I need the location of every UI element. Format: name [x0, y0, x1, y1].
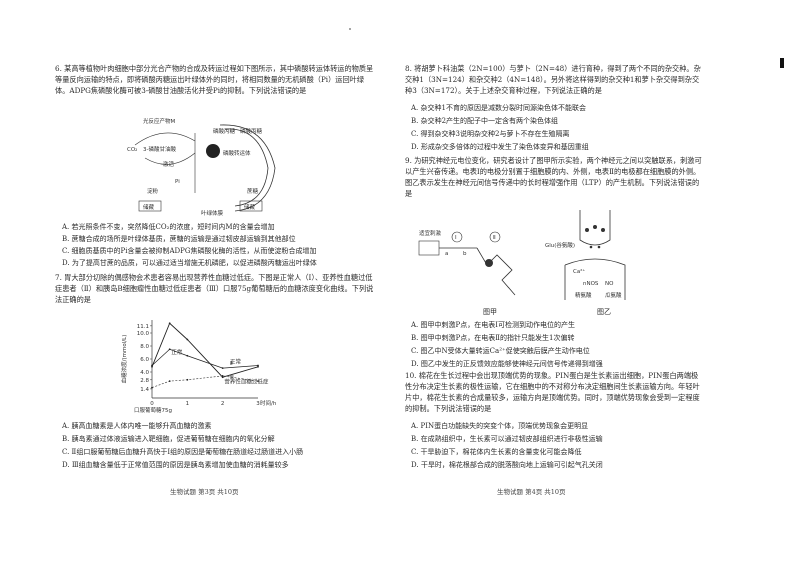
chart-point: [257, 365, 259, 368]
footer-left: 生物试题 第3页 共10页: [170, 488, 239, 496]
q7-stem: 7. 胃大部分切除的偶感物会术患者容易出现营养性血糖过低症。下图是正常人（Ⅰ）、…: [55, 273, 374, 304]
q9b-label-ca: Ca²⁺: [573, 268, 585, 275]
q7-option-b: B. 胰岛素通过体液运输进入靶细胞，促进葡萄糖在细胞内的氧化分解: [62, 435, 275, 443]
q6-label-m: 光反应产物M: [143, 117, 176, 125]
q9-option-c: C. 图乙中N受体大量转运Ca²⁺促使突触后膜产生动作电位: [411, 347, 590, 355]
chart-point: [151, 386, 153, 389]
chart-series-line: [151, 322, 259, 378]
q9a-label-i: Ⅰ: [455, 235, 457, 241]
chart-y-tick-label: 10.0: [137, 331, 150, 337]
q7-option-a: A. 胰高血糖素是人体内唯一能够升高血糖的激素: [62, 422, 212, 430]
q9-figure-b: Glu(谷氨酸) Ca²⁺ nNOS NO 精氨酸 瓜氨酸: [545, 210, 626, 300]
q9a-label-stim: 适宜刺激: [419, 229, 442, 237]
q6-option-c: C. 细胞质基质中的Pi含量会被抑制ADPG焦磷酸化酶的活性，从而使淀粉合成增加: [62, 247, 317, 255]
q8-option-a: A. 杂交种1不育的原因是减数分裂时同源染色体不能联会: [411, 104, 586, 112]
q8-option-d: D. 形成杂交多倍体的过程中发生了染色体变异和基因重组: [411, 143, 589, 151]
q10-stem: 10. 棉花在生长过程中会出现顶端优势的现象。PIN蛋白是生长素运出细胞，PIN…: [405, 371, 700, 413]
decoration-dot: [349, 28, 351, 30]
q6-label-pi: Pi: [175, 179, 180, 185]
chart-series-label: 正常: [230, 358, 242, 366]
q6-label-tp1: 磷酸丙糖: [213, 127, 236, 135]
chart-x-label: 时间/h: [260, 399, 277, 407]
q9-stem: 9. 为研究神经元电位变化，研究者设计了图甲所示实验，两个神经元之间以突触联系，…: [405, 156, 702, 198]
chart-x-tick-label: 0: [150, 401, 154, 407]
q9b-label-glu: Glu(谷氨酸): [545, 241, 575, 249]
chart-point: [168, 380, 171, 382]
q6-label-membrane: 叶绿体膜: [201, 209, 224, 217]
q9b-label-arg: 精氨酸: [575, 291, 592, 299]
chart-y-tick-label: 4.0: [140, 370, 149, 376]
q6-label-store1: 储藏: [143, 203, 155, 211]
chart-point: [168, 322, 171, 325]
q9b-label-cit: 瓜氨酸: [605, 291, 622, 299]
page-right: 8. 将胡萝卜科油菜（2N=100）与萝卜（2N=48）进行育种，得到了两个不同…: [397, 0, 794, 561]
chart-x-tick-label: 1: [186, 401, 190, 407]
chart-point: [186, 338, 189, 341]
chart-annotation: 正常: [171, 348, 183, 356]
chart-x-note: 口服葡萄糖75g: [134, 406, 172, 414]
q10-option-c: C. 干旱胁迫下，棉花体内生长素的含量变化可能会降低: [411, 448, 582, 456]
q9b-label-no: NO: [605, 281, 614, 287]
q7-option-c: C. Ⅱ组口服葡萄糖后血糖升高快于Ⅰ组的原因是葡萄糖在肠道经过肠道进入小肠: [62, 448, 304, 456]
chart-point: [151, 365, 153, 368]
q10-option-a: A. PIN蛋白功能缺失的突变个体，顶端优势现象会更明显: [411, 422, 589, 430]
q6-label-sucrose: 蔗糖: [247, 187, 259, 195]
q6-label-transporter: 磷酸转运体: [223, 149, 251, 157]
q6-label-3pga: 3-磷酸甘油酸: [143, 145, 176, 153]
q9-option-d: D. 图乙中发生的正反馈效应能够使神经元间信号传递得到增强: [411, 360, 603, 368]
q6-option-b: B. 蔗糖合成的场所是叶绿体基质，蔗糖的运输是通过韧皮部运输到其他部位: [62, 235, 296, 243]
chart-x-tick-label: 2: [221, 401, 225, 407]
chart-annotation: 营养性血糖过低症: [224, 378, 269, 386]
chart-y-tick-label: 8.0: [140, 344, 149, 350]
q9a-label-a: a: [445, 251, 448, 257]
page-marker: [780, 58, 784, 68]
q8-option-c: C. 得到杂交种3说明杂交种2与萝卜不存在生殖隔离: [411, 130, 570, 138]
q8-stem: 8. 将胡萝卜科油菜（2N=100）与萝卜（2N=48）进行育种，得到了两个不同…: [405, 64, 701, 95]
chart-y-tick-label: 11.1: [137, 324, 149, 330]
chart-point: [221, 375, 224, 377]
q9a-label-b: b: [463, 251, 467, 257]
chart-y-tick-label: 2.8: [140, 378, 149, 384]
chart-point: [257, 380, 259, 382]
chart-point: [186, 378, 189, 381]
chart-point: [221, 367, 224, 369]
chart-point: [257, 364, 259, 367]
q6-label-activate: 激活: [163, 160, 175, 168]
chart-x-tick-label: 3: [256, 401, 260, 407]
chart-point: [168, 348, 171, 351]
q6-label-tp2: 磷酸丙糖: [240, 127, 263, 135]
q10-option-b: B. 在成熟组织中，生长素可以通过韧皮部组织进行非极性运输: [411, 435, 603, 443]
chart-y-tick-label: 6.0: [140, 357, 149, 363]
page-left: 6. 某高等植物叶肉细胞中部分光合产物的合成及转运过程如下图所示，其中磷酸转运体…: [55, 28, 374, 496]
q7-option-d: D. Ⅲ组血糖含量低于正常值范围的原因是胰岛素增加使血糖的消耗量较多: [62, 461, 289, 469]
chart-series-label: Ⅲ: [230, 375, 234, 381]
q9-option-b: B. 图甲中刺激P点，在电表Ⅱ的指针只能发生1次偏转: [411, 334, 575, 342]
chart-point: [221, 376, 224, 379]
chart-y-label: 血糖浓度/(mmol/L): [120, 335, 128, 384]
chart-y-tick-label: 1.4: [140, 387, 149, 393]
q6-figure: 光反应产物M CO₂ 3-磷酸甘油酸 磷酸丙糖 磷酸丙糖 磷酸转运体 激活 Pi…: [127, 117, 276, 217]
q9-option-a: A. 图甲中刺激P点，在电表Ⅰ可检测到动作电位的产生: [411, 321, 575, 329]
q6-label-starch: 淀粉: [147, 187, 159, 195]
q9-fig-b-caption: 图乙: [597, 308, 611, 316]
q6-option-d: D. 为了提高甘蔗的品质，可以通过适当增施无机磷肥，以促进磷酸丙糖运出叶绿体: [62, 259, 317, 267]
q6-option-a: A. 若光照条件不变，突然降低CO₂的浓度，短时间内M的含量会增加: [62, 223, 275, 231]
q10-option-d: D. 干旱时，棉花根部合成的脱落酸向地上运输可引起气孔关闭: [411, 461, 603, 469]
chart-point: [151, 364, 153, 367]
chart-series-label: Ⅱ: [230, 361, 233, 367]
q9-figure-a: 适宜刺激 Ⅰ Ⅱ a b: [418, 229, 516, 296]
q6-stem: 6. 某高等植物叶肉细胞中部分光合产物的合成及转运过程如下图所示，其中磷酸转运体…: [55, 64, 374, 95]
q9a-label-ii: Ⅱ: [493, 235, 496, 241]
chart-point: [186, 354, 189, 357]
q9-fig-a-caption: 图甲: [483, 308, 497, 316]
q6-label-co2: CO₂: [127, 147, 137, 153]
q9b-label-nnos: nNOS: [583, 281, 599, 287]
q6-label-store2: 储藏: [244, 203, 256, 211]
footer-right: 生物试题 第4页 共10页: [497, 488, 566, 496]
q7-chart: 11.110.0 8.0 6.0 4.0 2.8 1.4 0 1 2 3 血糖浓度/(mmol/L)…: [120, 320, 277, 414]
q8-option-b: B. 杂交种2产生的配子中一定含有两个染色体组: [411, 117, 559, 125]
